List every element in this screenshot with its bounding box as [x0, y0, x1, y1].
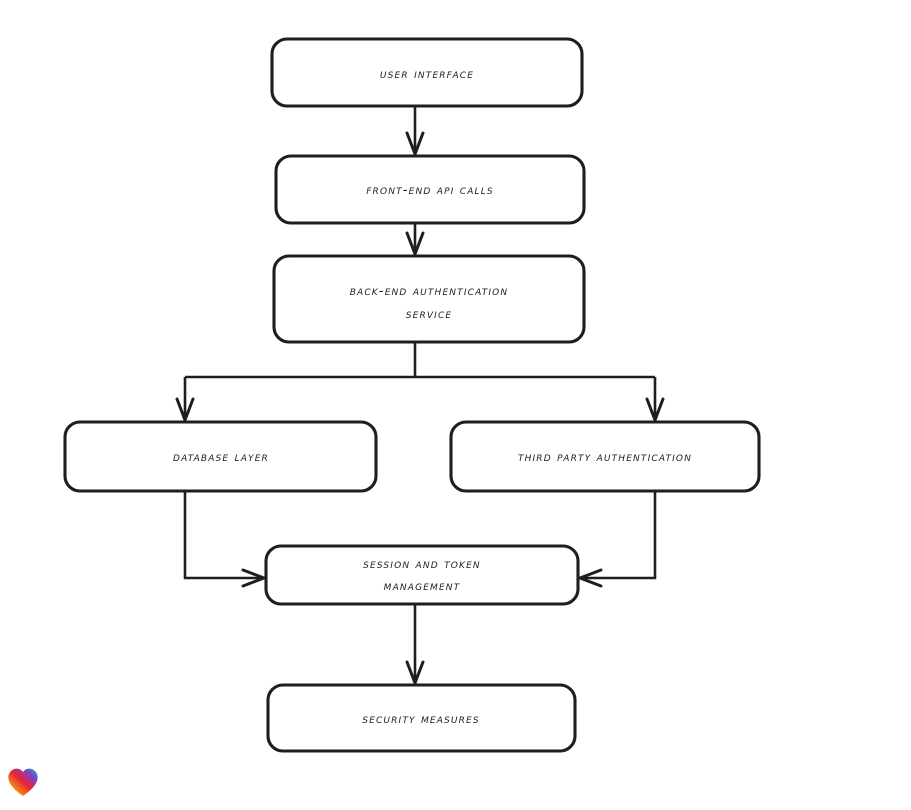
edge-frontend-to-backend — [405, 223, 425, 256]
node-user-interface[interactable]: User Interface — [270, 37, 584, 108]
node-label-third-party-auth: Third Party Authentication — [518, 450, 692, 465]
node-database-layer[interactable]: Database Layer — [63, 420, 378, 493]
node-label-security-measures: Security Measures — [362, 712, 479, 727]
edge-thirdparty-to-session — [578, 491, 657, 588]
node-label-frontend-api-calls: Front-end API calls — [366, 183, 494, 198]
node-label-backend-auth-line1: Back-end Authentication — [350, 284, 509, 299]
node-backend-auth[interactable]: Back-end Authentication Service — [272, 254, 586, 344]
edge-database-to-session — [183, 491, 266, 588]
node-box-security-measures[interactable] — [266, 683, 577, 753]
edge-backend-to-database — [175, 377, 195, 422]
node-frontend-api-calls[interactable]: Front-end API calls — [274, 154, 586, 225]
node-third-party-auth[interactable]: Third Party Authentication — [449, 420, 761, 493]
node-box-session-token[interactable] — [264, 544, 580, 606]
edge-session-to-security — [405, 604, 425, 685]
node-session-token[interactable]: Session and Token Management — [264, 544, 580, 606]
node-label-backend-auth-line2: Service — [406, 307, 453, 322]
node-label-session-token-line1: Session and Token — [363, 557, 481, 572]
node-box-database-layer[interactable] — [63, 420, 378, 493]
edge-ui-to-frontend — [405, 106, 425, 156]
node-box-user-interface[interactable] — [270, 37, 584, 108]
node-label-database-layer: Database Layer — [173, 450, 269, 465]
node-box-frontend-api-calls[interactable] — [274, 154, 586, 225]
edge-backend-to-thirdparty — [645, 377, 665, 422]
heart-icon — [8, 768, 38, 796]
node-box-third-party-auth[interactable] — [449, 420, 761, 493]
node-security-measures[interactable]: Security Measures — [266, 683, 577, 753]
edge-backend-split — [185, 342, 655, 379]
node-label-session-token-line2: Management — [384, 579, 461, 594]
node-label-user-interface: User Interface — [380, 67, 474, 82]
node-box-backend-auth[interactable] — [272, 254, 586, 344]
